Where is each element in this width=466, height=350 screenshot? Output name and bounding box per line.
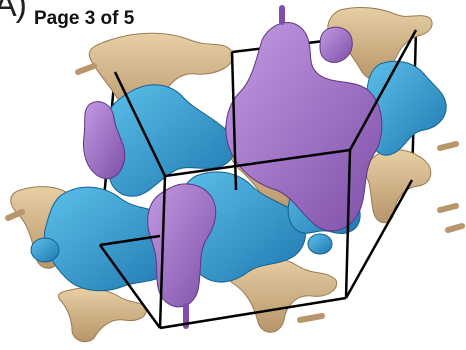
panel-letter: A): [0, 0, 26, 25]
page-indicator: Page 3 of 5: [34, 8, 134, 30]
